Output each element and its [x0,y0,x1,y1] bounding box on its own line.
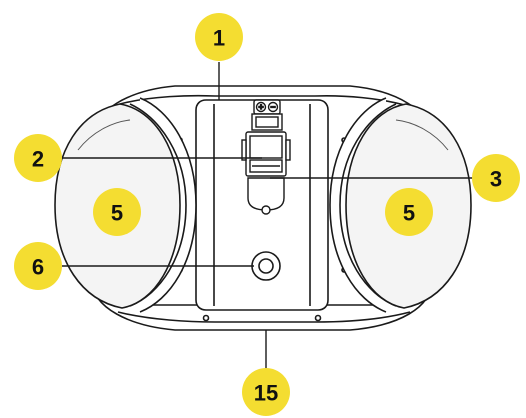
connector-side-right [285,139,291,161]
connector-upper-face [249,135,283,159]
callout-5-right: 5 [385,188,433,236]
left-lens-bezel-inner [129,103,187,307]
callout-1: 1 [195,13,243,61]
callout-6: 6 [14,242,62,290]
callout-15: 15 [242,368,290,416]
round-port [251,251,281,281]
right-lens-highlight [395,119,449,151]
callout-3-label: 3 [490,167,502,192]
callout-2-label: 2 [32,147,44,172]
terminal-minus-label: − [271,103,276,112]
terminal-minus-screw [267,101,279,113]
connector-tab [247,177,285,211]
callout-6-label: 6 [32,255,44,280]
leader-lines [62,62,476,372]
housing-bottom-rim [117,311,411,323]
callout-2: 2 [14,134,62,182]
screw-bottom-left [202,314,210,322]
callout-15-label: 15 [254,381,278,406]
callout-1-label: 1 [213,26,225,51]
terminal-plus-label: + [259,103,264,112]
callout-3: 3 [472,154,520,202]
callout-5-left-label: 5 [111,201,123,226]
callout-5-left: 5 [93,188,141,236]
callouts: 1 2 3 5 5 6 15 [14,13,520,416]
right-lens-bezel-inner [339,103,397,307]
left-lens [54,97,197,313]
callout-5-right-label: 5 [403,201,415,226]
connector-tab-hole [261,205,271,215]
housing-top-rim [119,94,409,107]
terminal-neck-inner [255,116,279,128]
screw-bottom-right [314,314,322,322]
left-lens-highlight [77,119,131,151]
round-port-inner [258,258,274,274]
terminal-plus-screw [255,101,267,113]
connector-side-left [241,139,247,161]
terminal-block: + − [241,99,291,215]
